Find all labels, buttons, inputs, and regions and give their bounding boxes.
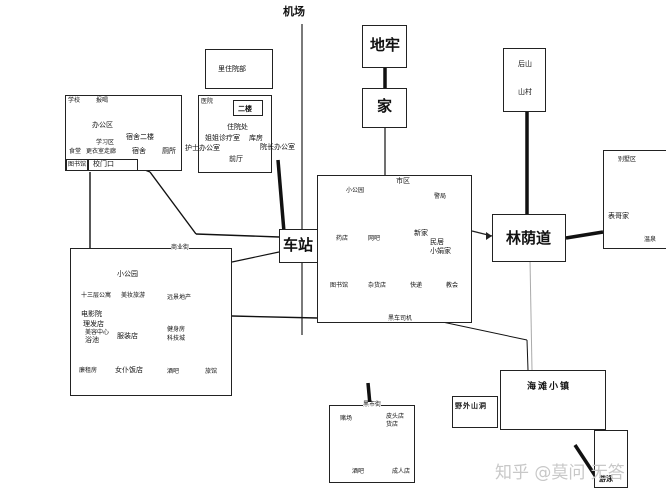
city-grocery: 杂货店 <box>368 282 387 289</box>
school-dorm2: 宿舍二楼 <box>126 133 154 141</box>
villa-title: 别墅区 <box>618 156 637 163</box>
city-xiaojuan: 小娟家 <box>430 247 451 255</box>
black-market-adult-shop: 成人店 <box>392 468 411 475</box>
black-market-casino: 赌场 <box>340 415 353 422</box>
school-box[interactable]: 学校 报喝 办公区 学习区 食堂 更衣室 走廊 宿舍二楼 宿舍 厕所 图书馆 校… <box>65 95 182 171</box>
school-corridor: 走廊 <box>104 148 117 155</box>
commercial-beauty-salon: 美妆旅游 <box>121 292 146 299</box>
school-title: 学校 <box>68 97 81 104</box>
school-toilet: 厕所 <box>162 147 176 155</box>
commercial-rental: 廉租房 <box>79 367 98 374</box>
black-market-road <box>366 382 372 406</box>
mountain-village-label: 山村 <box>518 88 532 96</box>
hospital-treatment: 姐姐诊疗室 <box>205 134 240 142</box>
villa-road <box>565 230 604 240</box>
school-library-cell <box>66 159 88 171</box>
wilderness-box[interactable]: 野外山洞 <box>452 396 498 428</box>
hospital-lobby: 前厅 <box>229 155 243 163</box>
airport-label: 机场 <box>283 5 305 18</box>
hospital-station-road <box>276 159 286 233</box>
boulevard-label: 林荫道 <box>506 229 552 247</box>
boulevard-box[interactable]: 林荫道 <box>492 214 566 262</box>
school-canteen: 食堂 <box>69 148 82 155</box>
commercial-maid-restaurant: 女仆饭店 <box>115 366 143 374</box>
wilderness-label: 野外山洞 <box>455 401 487 410</box>
black-market-thug-shop: 皮头店 <box>386 413 405 420</box>
beach-town-label: 海滩小镇 <box>527 382 572 392</box>
commercial-tech-city: 科技城 <box>167 335 186 342</box>
school-library: 图书馆 <box>68 161 87 168</box>
swimming-box[interactable]: 游泳 <box>594 430 628 488</box>
hospital-floor2-box <box>233 100 263 116</box>
black-market-bar: 酒吧 <box>352 468 365 475</box>
city-box[interactable]: 市区 小公园 警局 药店 网吧 新家 民居 小娟家 图书馆 杂货店 快递 教会 … <box>317 175 472 323</box>
commercial-title: 商业街 <box>171 244 190 251</box>
hospital-storage: 库房 <box>249 134 263 142</box>
school-gate: 校门口 <box>93 160 114 168</box>
li-inpatient-box[interactable]: 里住院部 <box>205 49 273 89</box>
school-locker: 更衣室 <box>86 148 105 155</box>
city-church: 教会 <box>446 282 459 289</box>
city-police: 警局 <box>434 193 447 200</box>
city-new-home: 新家 <box>414 229 428 237</box>
school-dorm: 宿舍 <box>132 147 146 155</box>
home-label: 家 <box>377 97 393 115</box>
commercial-gym: 健身房 <box>167 326 186 333</box>
city-residence: 民居 <box>430 238 444 246</box>
dungeon-label: 地牢 <box>370 36 401 54</box>
beach-town-box[interactable]: 海滩小镇 <box>500 370 606 430</box>
city-library: 图书馆 <box>330 282 349 289</box>
station-label: 车站 <box>283 236 314 254</box>
station-box[interactable]: 车站 <box>279 229 318 263</box>
watermark: 知乎 @莫问 无答 <box>495 463 625 483</box>
hospital-box[interactable]: 医院 二楼 住院处 姐姐诊疗室 库房 护士办公室 前厅 <box>185 95 272 173</box>
back-mountain-box[interactable]: 后山 山村 <box>503 48 546 112</box>
school-reporting: 报喝 <box>96 97 109 104</box>
commercial-apartment13: 十三层公寓 <box>81 292 112 299</box>
city-internet-cafe: 网吧 <box>368 235 381 242</box>
school-study: 学习区 <box>96 139 115 146</box>
boulevard-arrow <box>486 232 492 240</box>
station-lower-road <box>231 315 318 319</box>
li-inpatient-label: 里住院部 <box>218 65 246 73</box>
city-express: 快递 <box>410 282 423 289</box>
school-station-road <box>149 171 197 235</box>
beach-road <box>529 259 533 371</box>
black-market-box[interactable]: 黑市街 赌场 皮头店 货店 酒吧 成人店 <box>329 401 415 483</box>
swimming-label: 游泳 <box>599 474 613 483</box>
home-box[interactable]: 家 <box>362 88 407 128</box>
commercial-box[interactable]: 商业街 小公园 十三层公寓 美妆旅游 远景地产 电影院 理发店 美容中心 浴池 … <box>70 244 232 396</box>
commercial-cinema: 电影院 <box>81 310 102 318</box>
city-title: 市区 <box>396 177 410 185</box>
school-gate-cell <box>88 159 138 171</box>
city-small-park: 小公园 <box>346 187 365 194</box>
commercial-small-park: 小公园 <box>117 270 138 278</box>
city-black-taxi: 黑车司机 <box>388 315 413 322</box>
hospital-nurse-office: 护士办公室 <box>185 144 220 152</box>
commercial-bath: 浴池 <box>85 336 99 344</box>
commercial-beauty-center: 美容中心 <box>85 329 110 336</box>
commercial-real-estate: 远景地产 <box>167 294 192 301</box>
hospital-floor2: 二楼 <box>238 104 252 113</box>
commercial-clothing: 服装店 <box>117 332 138 340</box>
hospital-inpatient: 住院处 <box>227 123 248 131</box>
school-office: 办公区 <box>92 121 113 129</box>
villa-cousin: 表哥家 <box>608 212 629 220</box>
villa-hot-spring: 温泉 <box>644 236 657 243</box>
commercial-bar: 酒吧 <box>167 368 180 375</box>
dungeon-box[interactable]: 地牢 <box>362 25 407 68</box>
villa-box[interactable]: 别墅区 表哥家 温泉 <box>603 150 666 249</box>
back-mountain-label: 后山 <box>518 60 532 68</box>
hospital-title: 医院 <box>201 98 214 105</box>
commercial-hotel: 旅馆 <box>205 368 218 375</box>
black-market-goods-shop: 货店 <box>386 421 399 428</box>
commercial-barber: 理发店 <box>83 320 104 328</box>
hospital-dean-office: 院长办公室 <box>260 143 295 151</box>
black-market-title: 黑市街 <box>363 401 382 408</box>
city-pharmacy: 药店 <box>336 235 349 242</box>
